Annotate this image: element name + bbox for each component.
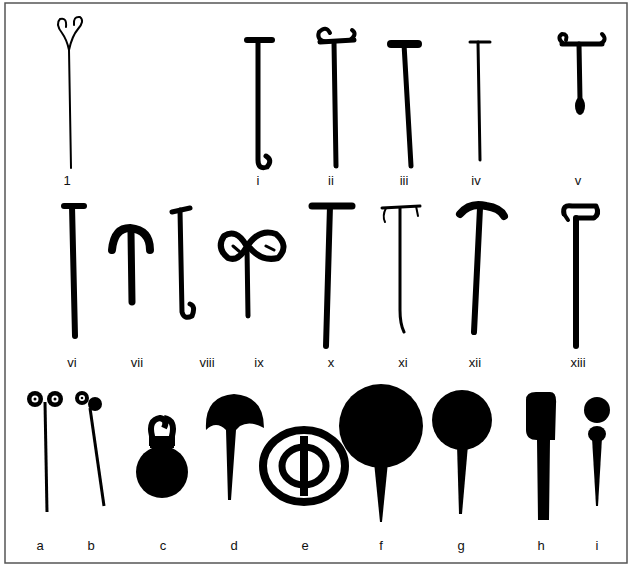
figure-label: xi bbox=[398, 355, 407, 371]
figure-label: xiii bbox=[570, 355, 585, 371]
figure-label: c bbox=[160, 538, 167, 554]
figure-label: iii bbox=[400, 173, 409, 189]
figure-label: i bbox=[257, 173, 260, 189]
figure-label: v bbox=[575, 173, 582, 189]
bronze-pins bbox=[27, 384, 610, 522]
figure-label: a bbox=[36, 538, 43, 554]
figure-label: x bbox=[328, 355, 335, 371]
figure-label: viii bbox=[199, 355, 214, 371]
figure-label: ii bbox=[328, 173, 334, 189]
figure-label: i bbox=[596, 538, 599, 554]
figure-label: ix bbox=[254, 355, 263, 371]
figure-label: b bbox=[87, 538, 94, 554]
rock-engravings bbox=[58, 17, 605, 346]
figure-label: f bbox=[379, 538, 383, 554]
figure-label: iv bbox=[471, 173, 480, 189]
frame bbox=[5, 3, 627, 563]
figure-label: h bbox=[537, 538, 544, 554]
figure-label: g bbox=[457, 538, 464, 554]
figure-label: vii bbox=[131, 355, 143, 371]
figure-label: e bbox=[301, 538, 308, 554]
figure-label: vi bbox=[67, 355, 76, 371]
figure-label: 1 bbox=[63, 173, 70, 189]
figure-label: xii bbox=[469, 355, 481, 371]
figure-label: d bbox=[230, 538, 237, 554]
